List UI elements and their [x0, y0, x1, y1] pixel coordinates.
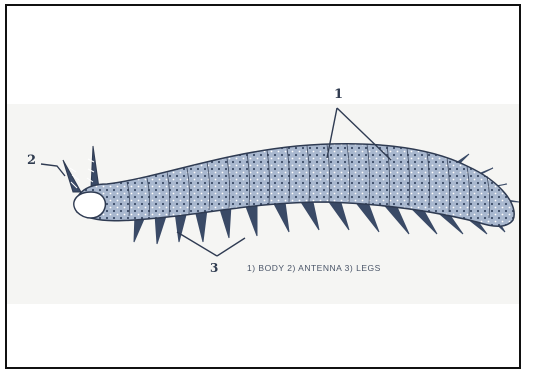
- legs-leader-a: [177, 232, 217, 256]
- callout-legs-number: 3: [210, 262, 218, 274]
- antenna-left: [63, 160, 81, 192]
- body: [76, 144, 515, 226]
- antenna-leader: [41, 164, 65, 176]
- figure-frame: 1 2 3 1) BODY 2) ANTENNA 3) LEGS: [5, 4, 521, 369]
- callout-body-number: 1: [334, 88, 343, 101]
- leg: [329, 202, 349, 230]
- legs-leader-b: [217, 238, 245, 256]
- head: [74, 192, 106, 218]
- leg: [385, 206, 409, 234]
- leg: [301, 202, 319, 230]
- leg: [245, 203, 257, 236]
- leg: [357, 204, 379, 232]
- legend-caption: 1) BODY 2) ANTENNA 3) LEGS: [247, 264, 381, 273]
- leg: [273, 202, 289, 232]
- velvet-worm-illustration: [7, 6, 519, 367]
- callout-antenna-number: 2: [27, 154, 36, 167]
